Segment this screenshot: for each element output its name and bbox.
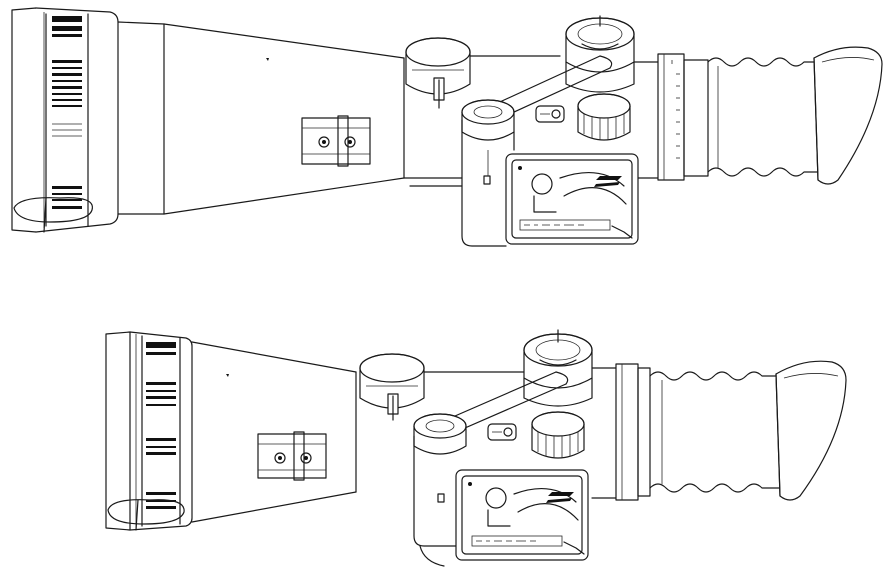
focus-knob-lower	[531, 411, 585, 459]
objective-grip-lower	[146, 342, 176, 509]
scope-view-lower	[105, 329, 847, 567]
eyecup-bellows-lower	[649, 371, 781, 493]
side-rail-clamp	[301, 115, 371, 167]
objective-taper-lower	[191, 341, 357, 523]
eyecup-flare-lower	[775, 360, 847, 501]
focus-knob	[577, 93, 631, 141]
side-rail-clamp-lower	[257, 431, 327, 481]
elevation-turret-lower	[523, 329, 593, 407]
diopter-ring	[657, 53, 709, 181]
side-turret	[405, 37, 471, 109]
small-button-lower	[487, 423, 517, 441]
main-tube	[403, 55, 561, 187]
eyecup-flare	[813, 46, 883, 185]
windage-turret	[461, 99, 515, 141]
small-button	[535, 105, 565, 123]
display-compartment	[505, 153, 639, 245]
objective-bell-lower	[105, 331, 193, 531]
eyecup-bellows	[707, 57, 819, 177]
side-turret-lower	[359, 353, 531, 421]
objective-bell	[11, 7, 119, 233]
turret-housing-lower	[413, 367, 617, 567]
elevation-turret	[565, 15, 635, 93]
diopter-ring-lower	[615, 363, 651, 501]
objective-taper	[117, 21, 405, 215]
windage-turret-lower	[413, 413, 467, 455]
objective-grip	[52, 16, 82, 209]
display-compartment-lower	[455, 469, 589, 561]
scope-view-upper	[11, 7, 883, 247]
